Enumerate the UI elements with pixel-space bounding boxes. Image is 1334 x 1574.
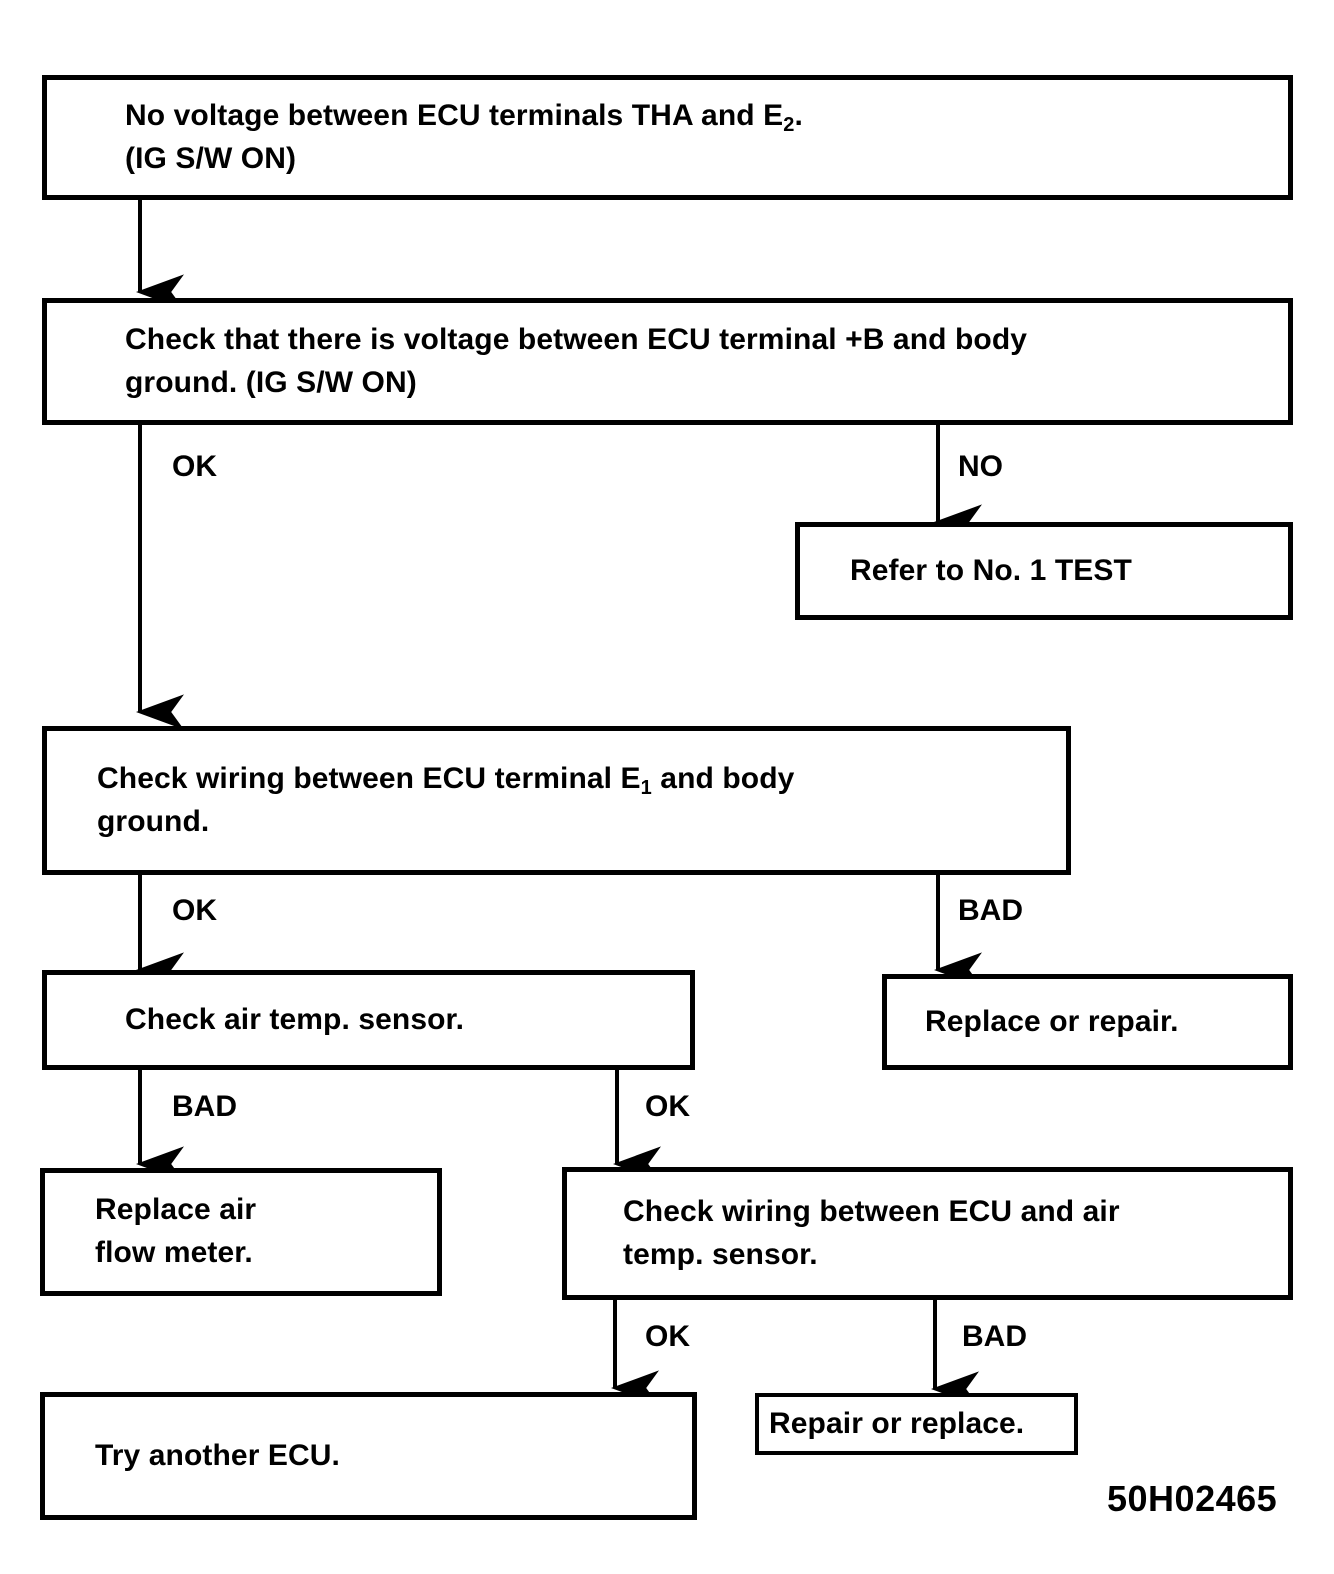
node-replace-or-repair-text: Replace or repair. (925, 1004, 1179, 1038)
node-check-air-temp-sensor-text: Check air temp. sensor. (125, 1002, 465, 1036)
node-refer-test-text: Refer to No. 1 TEST (850, 553, 1132, 587)
edge-label-ok-air-temp: OK (645, 1090, 690, 1123)
node-replace-air-flow-meter[interactable]: Replace air flow meter. (40, 1168, 442, 1296)
node-check-b-voltage[interactable]: Check that there is voltage between ECU … (42, 298, 1293, 425)
node-refer-test[interactable]: Refer to No. 1 TEST (795, 522, 1293, 620)
figure-code: 50H02465 (1107, 1478, 1278, 1519)
check-b-voltage-line2: ground. (IG S/W ON) (125, 365, 417, 399)
node-replace-air-flow-meter-text: Replace air flow meter. (95, 1189, 437, 1274)
node-replace-or-repair[interactable]: Replace or repair. (882, 974, 1293, 1070)
node-try-another-ecu[interactable]: Try another ECU. (40, 1392, 697, 1520)
replace-meter-line2: flow meter. (95, 1236, 253, 1269)
node-check-e1-wiring-text: Check wiring between ECU terminal E1 and… (97, 758, 1066, 843)
edge-label-bad-ecu-wiring: BAD (962, 1320, 1027, 1353)
edge-label-ok-ecu-wiring: OK (645, 1320, 690, 1353)
edge-label-ok-check-b: OK (172, 450, 217, 483)
node-try-another-ecu-text: Try another ECU. (95, 1438, 340, 1472)
edge-label-ok-check-e1: OK (172, 894, 217, 927)
no-voltage-line1-post: . (794, 98, 803, 132)
no-voltage-line1-pre: No voltage between ECU terminals THA and… (125, 98, 784, 132)
check-e1-line1-sub: 1 (640, 776, 652, 799)
node-no-voltage[interactable]: No voltage between ECU terminals THA and… (42, 75, 1293, 200)
edge-label-no-check-b: NO (958, 450, 1003, 483)
no-voltage-line1-sub: 2 (783, 113, 795, 136)
no-voltage-line2: (IG S/W ON) (125, 141, 297, 175)
check-b-voltage-line1: Check that there is voltage between ECU … (125, 322, 1028, 356)
edge-label-bad-air-temp: BAD (172, 1090, 237, 1123)
node-check-e1-wiring[interactable]: Check wiring between ECU terminal E1 and… (42, 726, 1071, 875)
node-repair-or-replace-text: Repair or replace. (769, 1406, 1025, 1440)
node-check-ecu-sensor-wiring[interactable]: Check wiring between ECU and air temp. se… (562, 1167, 1293, 1300)
node-no-voltage-text: No voltage between ECU terminals THA and… (125, 95, 1288, 180)
node-check-air-temp-sensor[interactable]: Check air temp. sensor. (42, 970, 695, 1070)
edge-label-bad-check-e1: BAD (958, 894, 1023, 927)
check-e1-line2: ground. (97, 804, 210, 838)
check-ecu-wiring-line1: Check wiring between ECU and air (623, 1194, 1120, 1228)
check-e1-line1-pre: Check wiring between ECU terminal E (97, 761, 641, 795)
node-check-b-voltage-text: Check that there is voltage between ECU … (125, 319, 1288, 404)
node-repair-or-replace[interactable]: Repair or replace. (755, 1393, 1078, 1455)
check-ecu-wiring-line2: temp. sensor. (623, 1237, 818, 1271)
node-check-ecu-sensor-wiring-text: Check wiring between ECU and air temp. se… (623, 1191, 1288, 1276)
replace-meter-line1: Replace air (95, 1193, 257, 1227)
check-e1-line1-post: and body (651, 761, 795, 795)
